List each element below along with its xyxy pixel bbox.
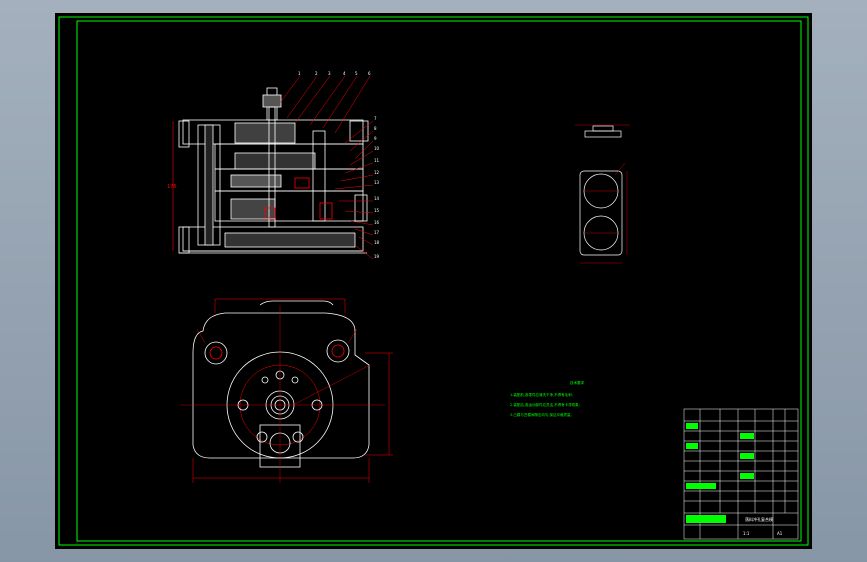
notes-title: 技术要求 xyxy=(570,380,584,385)
title-block[interactable] xyxy=(683,408,799,540)
drawing-svg: 176 xyxy=(58,16,809,546)
balloon-16: 16 xyxy=(374,220,380,225)
balloon-11: 11 xyxy=(374,158,380,163)
balloon-12: 12 xyxy=(374,170,380,175)
title-block-drawing-name: 落料冲孔复合模 xyxy=(745,516,773,522)
balloon-10: 10 xyxy=(374,146,380,151)
notes-line-2: 2.装配后,各运动部件应灵活,不得有卡滞现象; xyxy=(510,402,580,407)
part-leader-lines xyxy=(279,75,374,260)
technical-notes[interactable]: 技术要求 1.装配前,各零件应清洗干净,不得有毛刺; 2.装配后,各运动部件应灵… xyxy=(510,380,584,417)
balloon-15: 15 xyxy=(374,208,380,213)
balloon-8: 8 xyxy=(374,126,377,131)
balloon-1: 1 xyxy=(298,71,301,76)
balloon-17: 17 xyxy=(374,230,380,235)
inner-frame-border xyxy=(76,20,802,542)
balloon-4: 4 xyxy=(343,71,346,76)
balloon-5: 5 xyxy=(355,71,358,76)
notes-line-1: 1.装配前,各零件应清洗干净,不得有毛刺; xyxy=(510,392,573,397)
title-block-text: 落料冲孔复合模 A1 1:1 xyxy=(743,516,783,536)
part-balloon-labels: 1 2 3 4 5 6 7 8 9 10 11 12 13 14 15 16 1… xyxy=(298,71,380,259)
balloon-2: 2 xyxy=(315,71,318,76)
balloon-13: 13 xyxy=(374,180,380,185)
balloon-7: 7 xyxy=(374,116,377,121)
balloon-6: 6 xyxy=(368,71,371,76)
part-side-view[interactable] xyxy=(575,124,630,138)
balloon-14: 14 xyxy=(374,196,380,201)
balloon-9: 9 xyxy=(374,136,377,141)
balloon-3: 3 xyxy=(328,71,331,76)
balloon-19: 19 xyxy=(374,254,380,259)
title-block-scale: 1:1 xyxy=(743,531,750,536)
balloon-18: 18 xyxy=(374,240,380,245)
svg-text:176: 176 xyxy=(167,184,177,190)
notes-line-3: 3.凸模与凹模间隙应均匀,保证冲裁质量。 xyxy=(510,412,574,417)
outer-frame-border xyxy=(58,16,809,546)
cad-drawing-canvas[interactable]: 176 xyxy=(55,13,812,549)
title-block-sheet: A1 xyxy=(777,531,783,536)
die-section-view[interactable]: 176 xyxy=(167,87,369,254)
part-plan-view[interactable] xyxy=(579,162,628,264)
die-plan-view[interactable] xyxy=(180,298,393,483)
